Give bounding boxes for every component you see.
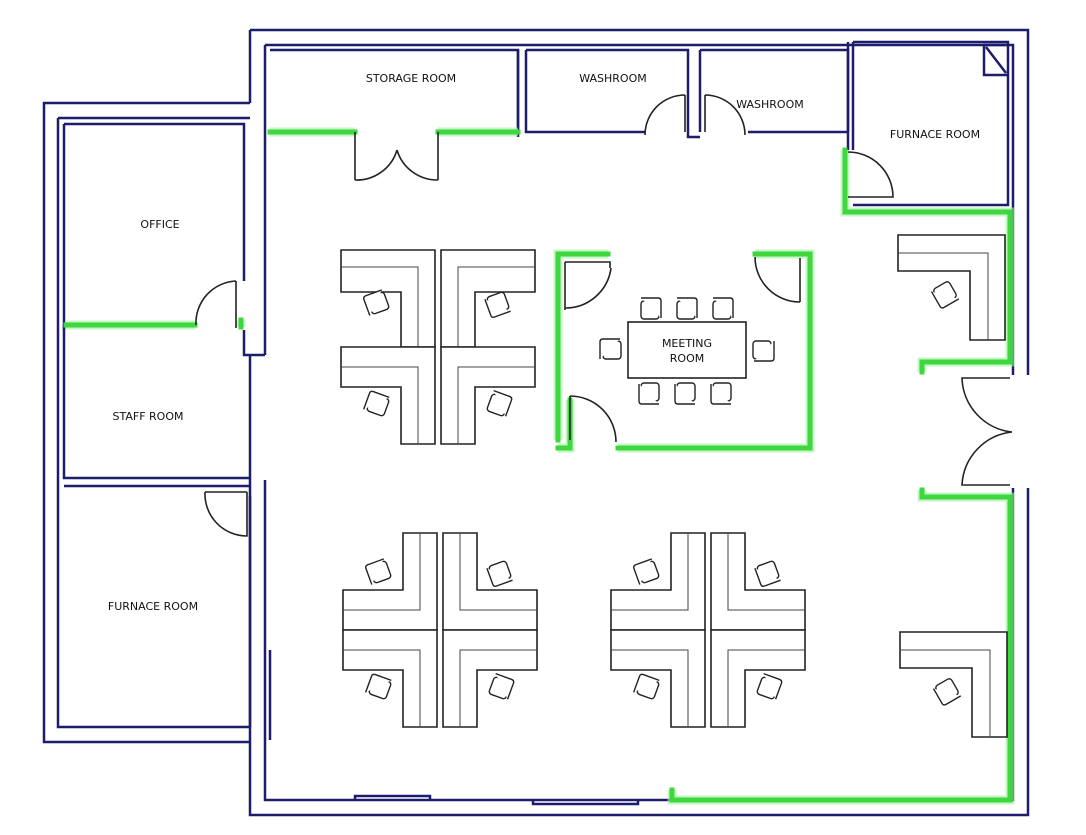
chair-back (495, 672, 515, 700)
chair-back (641, 297, 662, 318)
cubicle-divider (343, 533, 421, 611)
label-office: OFFICE (140, 218, 179, 231)
label-meeting-room-2: ROOM (670, 352, 704, 365)
cubicle-divider (611, 649, 689, 727)
chair-back (633, 558, 652, 585)
chair-icon (752, 340, 775, 362)
chair-back (493, 389, 513, 417)
chair-back (710, 384, 731, 405)
chair-icon (932, 678, 962, 706)
chair-back (674, 384, 695, 405)
chair-icon (599, 338, 622, 360)
washroom-door-2 (704, 94, 746, 136)
cubicle-desk (897, 234, 1006, 341)
doors (195, 94, 1013, 537)
cubicle-divider (727, 533, 805, 611)
chair-icon (712, 297, 734, 320)
furniture (340, 234, 1008, 738)
cubicle-divider (341, 266, 419, 347)
meeting-table-group (627, 321, 747, 379)
chair-back (638, 384, 659, 405)
office-door (195, 280, 237, 328)
cubicle-desk (610, 532, 706, 631)
chair-icon (484, 291, 511, 318)
chair-back (754, 568, 781, 587)
chair-back (677, 297, 698, 318)
meeting-door-top-right (754, 256, 801, 303)
highlighted-walls (63, 127, 1015, 805)
label-furnace-room-right: FURNACE ROOM (890, 128, 980, 141)
chair-back (599, 338, 620, 359)
cubicle-desk (610, 629, 706, 728)
cubicle-desk (442, 532, 538, 631)
label-meeting-room-1: MEETING (662, 337, 712, 350)
chair-icon (486, 389, 513, 417)
cubicle-desk (442, 629, 538, 728)
chair-back (362, 390, 390, 410)
room-labels: STORAGE ROOM WASHROOM WASHROOM FURNACE R… (108, 72, 980, 613)
cubicle-divider (343, 649, 421, 727)
cubicle-divider (459, 649, 537, 727)
chair-back (930, 291, 960, 309)
cubicle-desk (342, 532, 438, 631)
entrance-double-door (961, 377, 1013, 486)
chair-icon (362, 390, 390, 417)
furnace-door-left (204, 491, 248, 537)
storage-door (354, 132, 439, 181)
cubicle-divider (898, 252, 989, 340)
chair-icon (632, 673, 660, 700)
cubicle-desk (342, 629, 438, 728)
chair-icon (710, 382, 732, 405)
cubicle-divider (611, 533, 689, 611)
walls (42, 28, 1030, 817)
cubicle-divider (459, 533, 537, 611)
cubicle-desk (440, 346, 536, 445)
label-staff-room: STAFF ROOM (113, 410, 184, 423)
cubicle-desk (340, 249, 436, 348)
cubicle-divider (727, 649, 805, 727)
chair-back (486, 568, 513, 587)
meeting-door-top-left (564, 261, 612, 310)
chair-back (932, 688, 962, 706)
chair-back (365, 558, 384, 585)
furnace-door-right (847, 151, 894, 198)
chair-icon (365, 558, 392, 585)
label-furnace-room-left: FURNACE ROOM (108, 600, 198, 613)
meeting-door-bottom (569, 395, 617, 443)
chair-icon (363, 289, 390, 316)
cubicle-desk (899, 631, 1008, 738)
cubicle-desk (710, 629, 806, 728)
chair-icon (638, 382, 660, 405)
chair-back (763, 672, 783, 700)
chair-back (484, 299, 511, 318)
chair-icon (674, 382, 696, 405)
chair-icon (930, 281, 960, 309)
chair-back (363, 289, 382, 316)
meeting-table (627, 321, 747, 379)
chair-back (364, 673, 392, 693)
chair-icon (488, 672, 515, 700)
chair-back (632, 673, 660, 693)
cubicle-divider (341, 366, 419, 444)
chair-icon (754, 560, 781, 587)
cubicle-divider (457, 366, 535, 444)
cubicle-divider (900, 649, 991, 737)
chair-icon (633, 558, 660, 585)
cubicle-desk (340, 346, 436, 445)
label-storage-room: STORAGE ROOM (366, 72, 456, 85)
chair-icon (756, 672, 783, 700)
chair-icon (364, 673, 392, 700)
cubicle-divider (457, 266, 535, 347)
cubicle-desk (710, 532, 806, 631)
chair-icon (640, 297, 662, 320)
label-washroom-1: WASHROOM (579, 72, 647, 85)
label-washroom-2: WASHROOM (736, 98, 804, 111)
washroom-door-1 (644, 94, 686, 136)
chair-icon (486, 560, 513, 587)
chair-back (713, 297, 734, 318)
chair-icon (676, 297, 698, 320)
chair-back (754, 341, 775, 362)
